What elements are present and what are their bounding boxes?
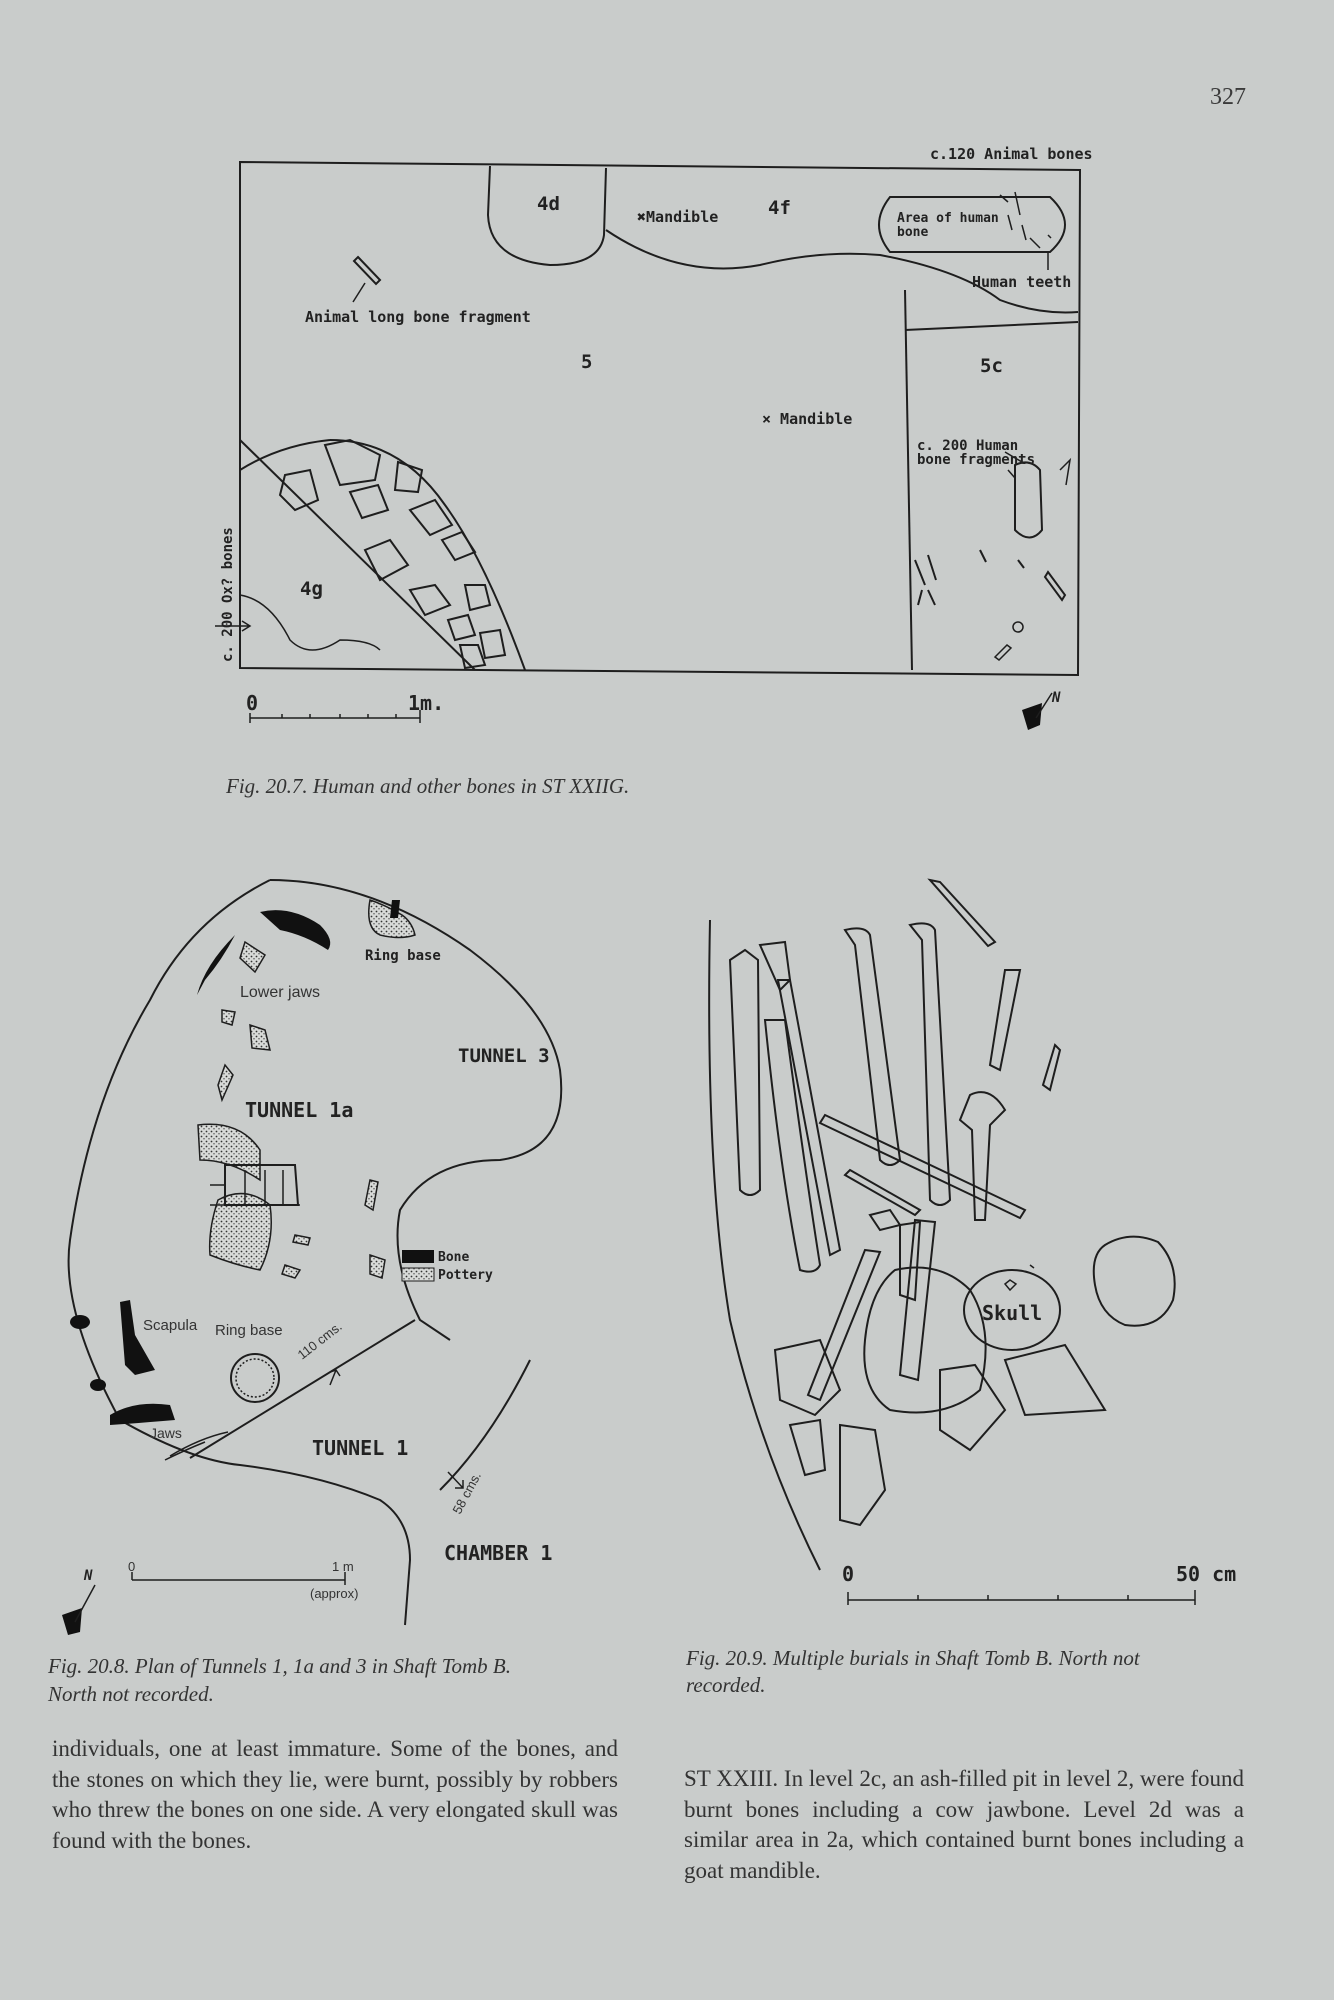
label-animal-long-bone: Animal long bone fragment [305, 308, 531, 326]
scale-zero: 0 [128, 1559, 135, 1574]
label-tunnel-1: TUNNEL 1 [312, 1436, 408, 1460]
scale-one-metre: 1 m [332, 1559, 354, 1574]
caption-fig-20-8-line-1: Fig. 20.8. Plan of Tunnels 1, 1a and 3 i… [48, 1654, 512, 1678]
label-area-4g: 4g [300, 578, 323, 600]
scale-zero: 0 [246, 691, 258, 715]
north-label: N [83, 1568, 93, 1584]
label-ring-base-top: Ring base [365, 948, 441, 964]
label-area-4f: 4f [768, 197, 791, 219]
label-tunnel-1a: TUNNEL 1a [245, 1098, 353, 1122]
label-area-5c: 5c [980, 355, 1003, 377]
label-animal-bones-120: c.120 Animal bones [930, 145, 1093, 163]
scale-approx: (approx) [310, 1586, 358, 1601]
scale-one-metre: 1m. [408, 691, 444, 715]
label-distance-110: 110 cms. [295, 1319, 345, 1363]
label-distance-58: 58 cms. [449, 1469, 484, 1516]
body-text-left: individuals, one at least immature. Some… [52, 1736, 618, 1853]
scale-fifty-cm: 50 cm [1176, 1562, 1236, 1586]
legend-bone: Bone [438, 1250, 469, 1265]
label-area-human-bone-2: bone [897, 225, 928, 240]
figure-20-9-burials: Skull 0 50 cm [708, 878, 1236, 1605]
figure-20-8-plan: Ring base Lower jaws TUNNEL 3 TUNNEL 1a … [62, 879, 563, 1635]
caption-fig-20-9-line-2: recorded. [686, 1673, 766, 1697]
label-area-5: 5 [581, 351, 592, 373]
label-lower-jaws: Lower jaws [240, 984, 320, 1001]
label-human-fragments-1: c. 200 Human [917, 438, 1018, 454]
figure-20-7-plan: c.120 Animal bones 4d ✖Mandible 4f Area … [215, 145, 1093, 730]
north-label: N [1051, 690, 1061, 706]
label-scapula: Scapula [143, 1317, 198, 1334]
label-jaws: Jaws [150, 1425, 182, 1441]
page-number: 327 [1210, 84, 1246, 110]
label-area-4d: 4d [537, 193, 560, 215]
label-skull: Skull [982, 1301, 1042, 1325]
caption-fig-20-8-line-2: North not recorded. [48, 1682, 214, 1706]
label-tunnel-3: TUNNEL 3 [458, 1045, 550, 1067]
label-ox-bones: c. 200 Ox? bones [220, 527, 236, 662]
label-area-human-bone-1: Area of human [897, 211, 999, 226]
label-ring-base-mid: Ring base [215, 1322, 283, 1339]
scale-zero: 0 [842, 1562, 854, 1586]
label-human-teeth: Human teeth [972, 273, 1071, 291]
label-human-fragments-2: bone fragments [917, 452, 1035, 468]
caption-fig-20-9-line-1: Fig. 20.9. Multiple burials in Shaft Tom… [686, 1646, 1140, 1670]
body-text-right: ST XXIII. In level 2c, an ash-filled pit… [684, 1766, 1244, 1883]
label-chamber-1: CHAMBER 1 [444, 1541, 552, 1565]
label-mandible-mid: × Mandible [762, 410, 852, 428]
caption-fig-20-7: Fig. 20.7. Human and other bones in ST X… [226, 774, 630, 798]
label-mandible-top: ✖Mandible [637, 208, 718, 226]
legend-pottery: Pottery [438, 1268, 493, 1283]
